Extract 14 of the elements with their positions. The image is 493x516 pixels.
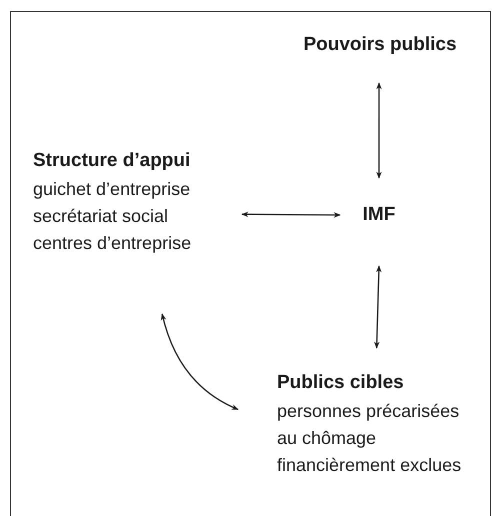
arrow bbox=[241, 212, 341, 218]
node-heading: Structure d’appui bbox=[33, 149, 192, 173]
node-text: secrétariat social bbox=[33, 205, 170, 228]
node-text: personnes précarisées bbox=[277, 400, 460, 423]
arrow bbox=[376, 82, 382, 179]
node-text: financièrement exclues bbox=[277, 454, 462, 477]
node-heading: Publics cibles bbox=[277, 371, 405, 395]
arrow bbox=[374, 265, 382, 349]
node-text: centres d’entreprise bbox=[33, 232, 192, 255]
node-heading: Pouvoirs publics bbox=[302, 33, 458, 57]
arrow bbox=[161, 313, 239, 410]
node-text: guichet d’entreprise bbox=[33, 178, 192, 201]
node-heading: IMF bbox=[362, 203, 396, 227]
node-text: au chômage bbox=[277, 427, 378, 450]
